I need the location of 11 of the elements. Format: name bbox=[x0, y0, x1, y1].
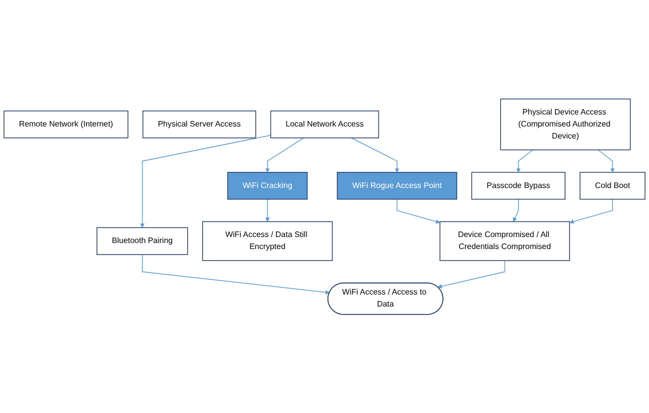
arrow bbox=[350, 137, 400, 172]
arrow bbox=[598, 149, 615, 172]
arrow bbox=[265, 198, 270, 222]
arrow bbox=[513, 198, 519, 222]
arrow bbox=[265, 137, 304, 172]
arrow bbox=[142, 254, 330, 294]
arrow bbox=[140, 134, 272, 228]
arrow bbox=[569, 198, 613, 224]
arrow bbox=[438, 260, 506, 288]
arrow bbox=[396, 198, 440, 224]
arrow bbox=[516, 149, 534, 172]
